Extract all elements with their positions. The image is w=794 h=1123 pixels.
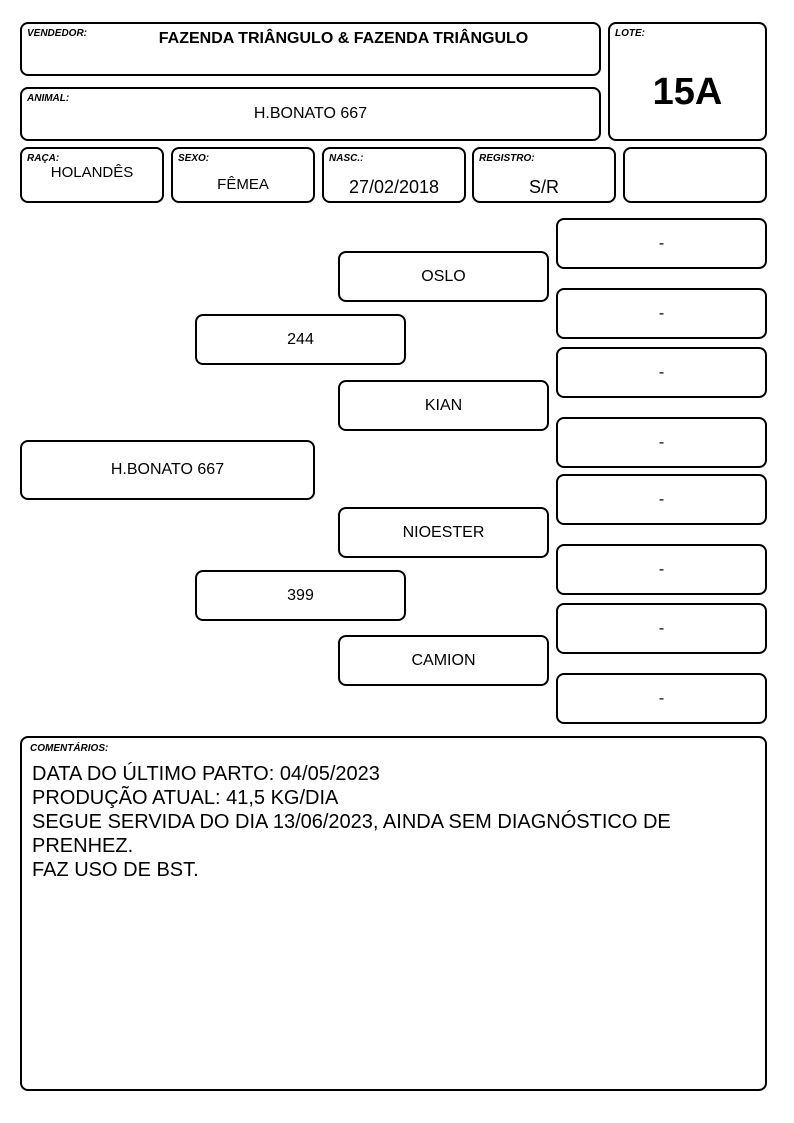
pedigree-sire-dam-name: KIAN — [424, 396, 463, 414]
pedigree-sire: 244 — [195, 314, 406, 365]
registro-label: REGISTRO: — [479, 153, 535, 164]
pedigree-great-grandparent-name: - — [658, 363, 665, 381]
animal-value: H.BONATO 667 — [253, 105, 368, 122]
vendedor-label: VENDEDOR: — [27, 28, 88, 39]
extra-info-box — [623, 147, 767, 203]
pedigree-dam-sire-name: NIOESTER — [402, 523, 485, 541]
pedigree-dam-sire: NIOESTER — [338, 507, 549, 558]
pedigree-great-grandparent: - — [556, 417, 767, 468]
pedigree-dam-dam: CAMION — [338, 635, 549, 686]
nasc-label: NASC.: — [329, 153, 364, 164]
lote-label: LOTE: — [615, 28, 645, 39]
pedigree-great-grandparent: - — [556, 347, 767, 398]
nasc-box: NASC.: 27/02/2018 — [322, 147, 466, 203]
pedigree-great-grandparent: - — [556, 218, 767, 269]
pedigree-great-grandparent: - — [556, 544, 767, 595]
registro-value: S/R — [528, 177, 559, 197]
pedigree-sire-name: 244 — [287, 330, 314, 348]
animal-label: ANIMAL: — [27, 93, 70, 104]
nasc-value: 27/02/2018 — [348, 177, 440, 197]
lote-box: LOTE: 15A — [608, 22, 767, 141]
lote-value: 15A — [652, 71, 723, 113]
pedigree-great-grandparent: - — [556, 603, 767, 654]
pedigree-great-grandparent-name: - — [658, 619, 665, 637]
raca-box: RAÇA: HOLANDÊS — [20, 147, 164, 203]
comments-box: COMENTÁRIOS: DATA DO ÚLTIMO PARTO: 04/05… — [20, 736, 767, 1091]
pedigree-sire-sire-name: OSLO — [421, 267, 466, 285]
pedigree-great-grandparent-name: - — [658, 304, 665, 322]
raca-value: HOLANDÊS — [50, 164, 134, 181]
pedigree-dam: 399 — [195, 570, 406, 621]
pedigree-dam-dam-name: CAMION — [411, 651, 476, 669]
raca-label: RAÇA: — [27, 153, 60, 164]
pedigree-great-grandparent: - — [556, 673, 767, 724]
pedigree-great-grandparent-name: - — [658, 560, 665, 578]
comments-label: COMENTÁRIOS: — [30, 743, 109, 754]
vendedor-box: VENDEDOR: FAZENDA TRIÂNGULO & FAZENDA TR… — [20, 22, 601, 76]
pedigree-great-grandparent: - — [556, 474, 767, 525]
pedigree-great-grandparent-name: - — [658, 433, 665, 451]
pedigree-great-grandparent-name: - — [658, 689, 665, 707]
pedigree-animal: H.BONATO 667 — [20, 440, 315, 500]
pedigree-great-grandparent-name: - — [658, 490, 665, 508]
pedigree-animal-name: H.BONATO 667 — [110, 461, 225, 478]
pedigree-sire-dam: KIAN — [338, 380, 549, 431]
animal-box: ANIMAL: H.BONATO 667 — [20, 87, 601, 141]
sexo-label: SEXO: — [178, 153, 210, 164]
pedigree-dam-name: 399 — [287, 586, 314, 604]
sexo-value: FÊMEA — [217, 176, 269, 193]
pedigree-great-grandparent-name: - — [658, 234, 665, 252]
pedigree-great-grandparent: - — [556, 288, 767, 339]
vendedor-value: FAZENDA TRIÂNGULO & FAZENDA TRIÂNGULO — [158, 30, 529, 47]
comments-text: DATA DO ÚLTIMO PARTO: 04/05/2023 PRODUÇÃ… — [32, 763, 671, 881]
sexo-box: SEXO: FÊMEA — [171, 147, 315, 203]
registro-box: REGISTRO: S/R — [472, 147, 616, 203]
pedigree-sire-sire: OSLO — [338, 251, 549, 302]
